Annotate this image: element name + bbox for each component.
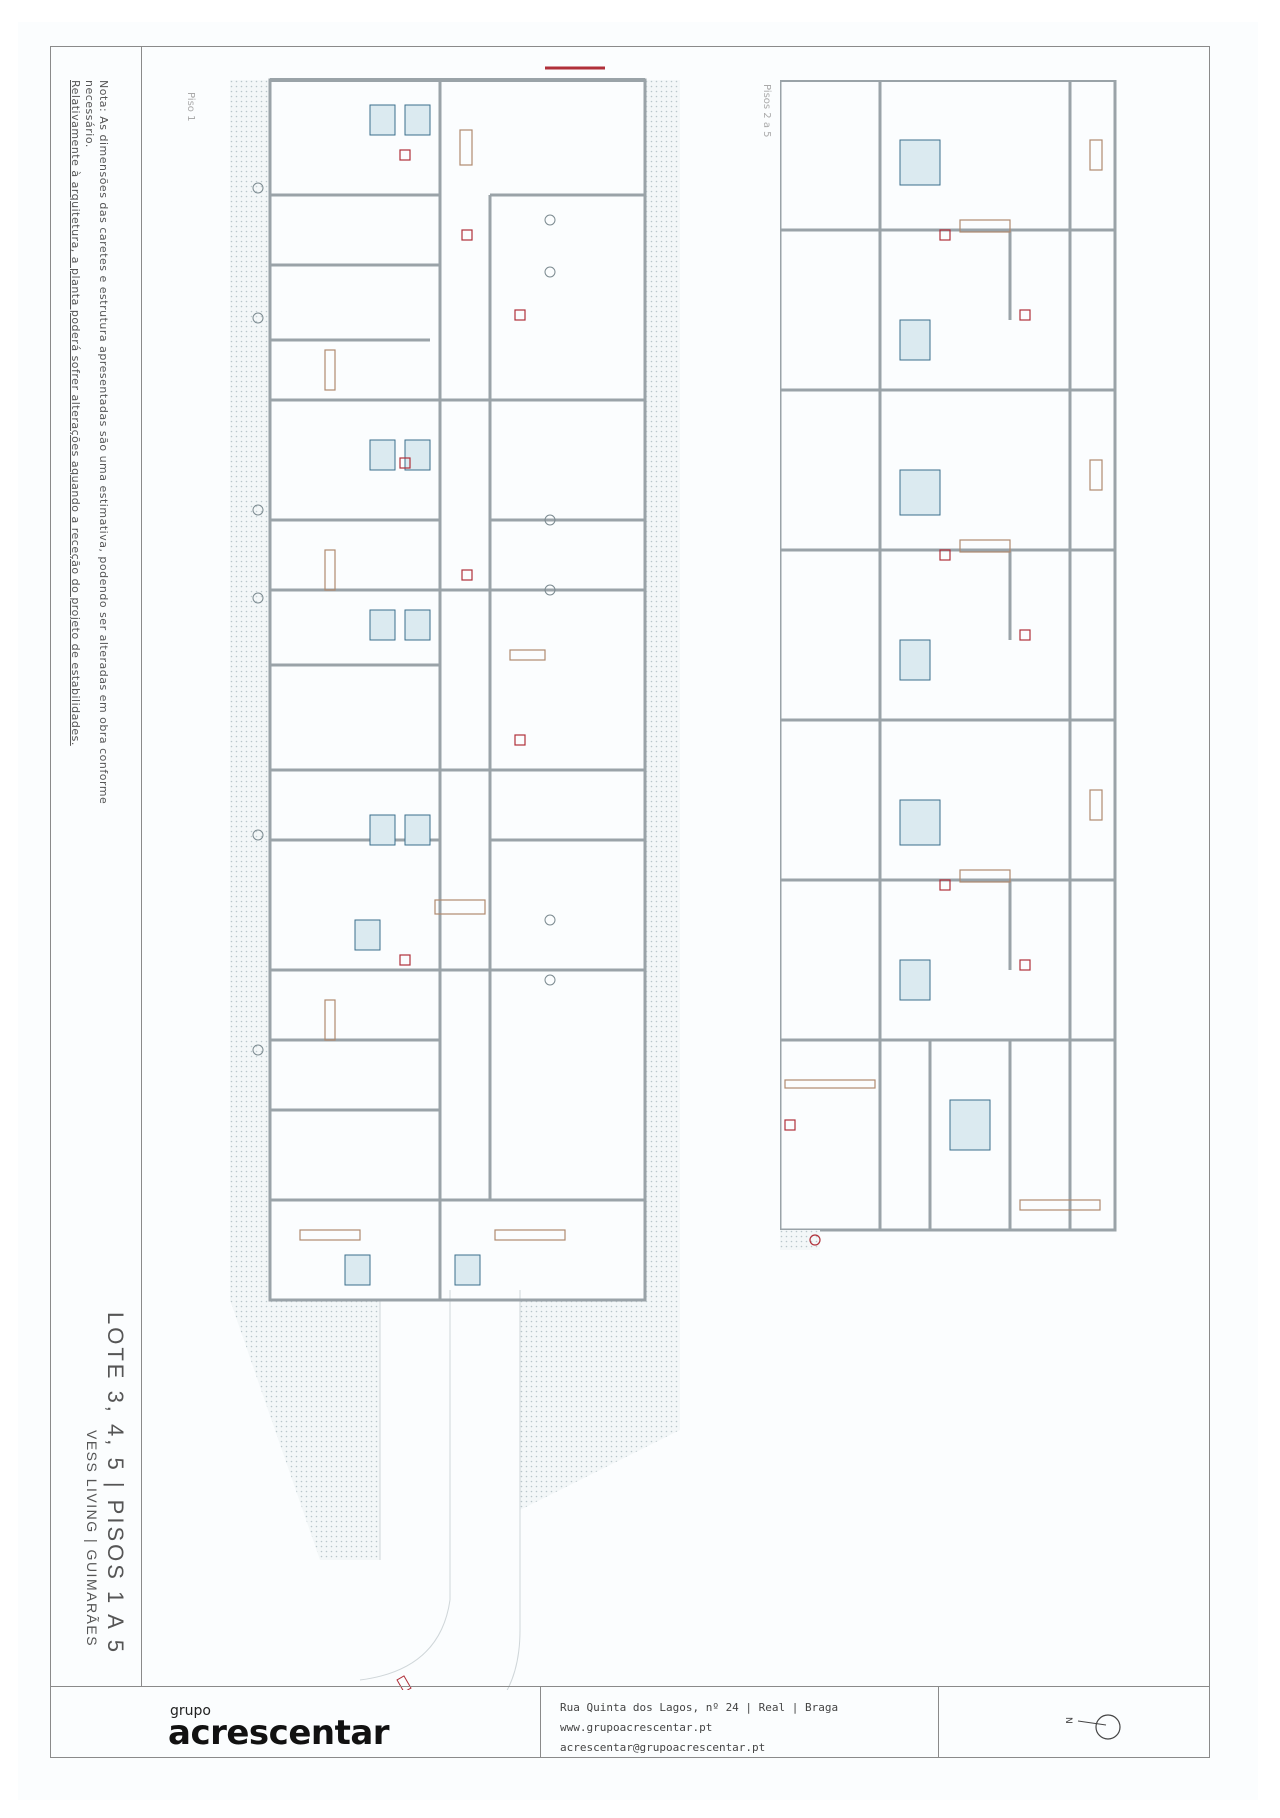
sheet-background	[18, 22, 1258, 1800]
sheet-subtitle: VESS LIVING | GUIMARÃES	[84, 1430, 100, 1648]
logo-grupo: grupo	[170, 1703, 211, 1719]
note-block: Nota: As dimensões das caretes e estrutu…	[68, 80, 110, 804]
floor-plan-piso-1-drawing	[230, 66, 680, 1690]
floor-plan-pisos-2-5	[780, 80, 1170, 1260]
title-block-divider	[938, 1687, 939, 1758]
drawing-frame	[50, 46, 1210, 1758]
note-line-1: Nota: As dimensões das caretes e estrutu…	[97, 80, 110, 805]
title-block: grupo acrescentar Rua Quinta dos Lagos, …	[50, 1686, 1210, 1758]
svg-text:N: N	[1063, 1717, 1073, 1724]
plan-label-piso-1: Piso 1	[185, 92, 196, 122]
company-address: Rua Quinta dos Lagos, nº 24 | Real | Bra…	[560, 1701, 839, 1714]
north-arrow-icon: N	[1060, 1705, 1130, 1745]
plan-label-pisos-2-5: Pisos 2 a 5	[761, 84, 772, 138]
title-block-divider	[540, 1687, 541, 1758]
floor-plan-pisos-2-5-drawing	[780, 80, 1117, 1250]
logo-acrescentar: acrescentar	[168, 1713, 390, 1753]
note-line-3: Relativamente à arquitetura, a planta po…	[69, 80, 82, 746]
sheet-title: LOTE 3, 4, 5 | PISOS 1 A 5	[103, 1312, 128, 1655]
company-email[interactable]: acrescentar@grupoacrescentar.pt	[560, 1741, 766, 1754]
company-website[interactable]: www.grupoacrescentar.pt	[560, 1721, 713, 1734]
note-line-2: necessário.	[83, 80, 96, 148]
notes-strip	[50, 46, 142, 1686]
floor-plan-piso-1	[200, 50, 700, 1690]
